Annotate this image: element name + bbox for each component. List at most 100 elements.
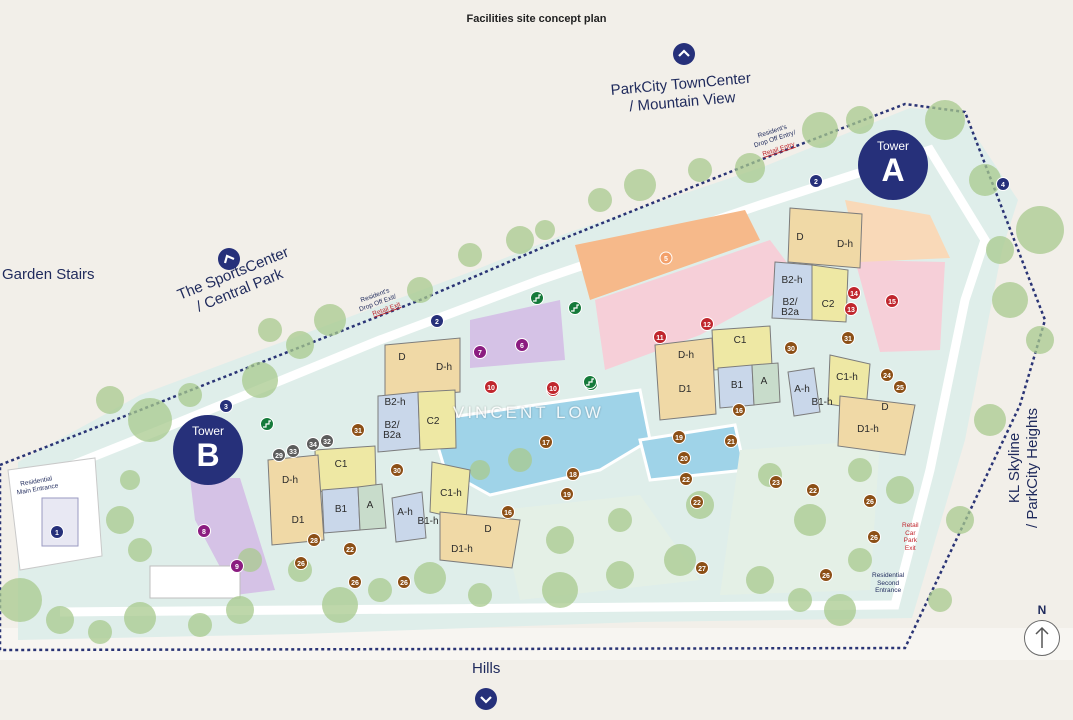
tree bbox=[886, 476, 914, 504]
facility-number: 10 bbox=[549, 386, 557, 393]
nav-hills-button[interactable] bbox=[475, 688, 497, 710]
tower-a-badge[interactable]: Tower A bbox=[858, 130, 928, 200]
unit-type-label: A bbox=[367, 500, 374, 511]
facility-marker-red[interactable]: 13 bbox=[844, 302, 858, 316]
facility-marker-red[interactable]: 15 bbox=[885, 294, 899, 308]
facility-marker-navy[interactable]: 1 bbox=[50, 525, 64, 539]
tower-b-block-ah bbox=[391, 491, 427, 543]
facility-marker-brown[interactable]: 20 bbox=[677, 451, 691, 465]
facility-marker-gray[interactable]: 33 bbox=[286, 444, 300, 458]
facility-marker-red[interactable]: 14 bbox=[847, 286, 861, 300]
facility-marker-purple[interactable]: 8 bbox=[197, 524, 211, 538]
facility-marker-brown[interactable]: 17 bbox=[539, 435, 553, 449]
facility-number: 25 bbox=[896, 385, 904, 392]
tree bbox=[969, 164, 1001, 196]
facility-number: 23 bbox=[772, 480, 780, 487]
facility-marker-navy[interactable]: 3 bbox=[219, 399, 233, 413]
facility-marker-gray[interactable]: 29 bbox=[272, 448, 286, 462]
pink-deck-east bbox=[855, 260, 945, 352]
facility-marker-red[interactable]: 10 bbox=[484, 380, 498, 394]
purple-terrace bbox=[470, 300, 565, 368]
chevron-up-icon bbox=[678, 49, 690, 57]
facility-marker-green[interactable] bbox=[530, 291, 544, 305]
direction-hills: Hills bbox=[472, 660, 501, 677]
facility-marker-brown[interactable]: 22 bbox=[806, 483, 820, 497]
tree bbox=[802, 112, 838, 148]
tree bbox=[178, 383, 202, 407]
facility-marker-gray[interactable]: 34 bbox=[306, 437, 320, 451]
chevron-down-icon bbox=[480, 696, 492, 704]
facility-marker-orange[interactable]: 5 bbox=[659, 251, 673, 265]
facility-number: 16 bbox=[735, 408, 743, 415]
facility-marker-brown[interactable]: 26 bbox=[348, 575, 362, 589]
facility-marker-brown[interactable]: 16 bbox=[501, 505, 515, 519]
unit-type-label: D bbox=[484, 524, 491, 535]
facility-number: 32 bbox=[323, 439, 331, 446]
facility-number: 7 bbox=[478, 350, 482, 357]
facility-marker-red[interactable]: 12 bbox=[700, 317, 714, 331]
facility-marker-brown[interactable]: 30 bbox=[784, 341, 798, 355]
facility-marker-green[interactable] bbox=[583, 375, 597, 389]
facility-marker-purple[interactable]: 7 bbox=[473, 345, 487, 359]
facility-marker-brown[interactable]: 31 bbox=[351, 423, 365, 437]
facility-marker-brown[interactable]: 30 bbox=[390, 463, 404, 477]
facility-marker-brown[interactable]: 26 bbox=[397, 575, 411, 589]
unit-type-label: C1-h bbox=[440, 488, 462, 499]
facility-marker-brown[interactable]: 16 bbox=[732, 403, 746, 417]
unit-type-label: A-h bbox=[397, 507, 413, 518]
tree bbox=[128, 398, 172, 442]
nav-sports-center-button[interactable] bbox=[218, 248, 240, 270]
road bbox=[0, 628, 1073, 660]
facility-marker-gray[interactable]: 32 bbox=[320, 434, 334, 448]
facility-marker-brown[interactable]: 26 bbox=[863, 494, 877, 508]
tree bbox=[606, 561, 634, 589]
facility-marker-brown[interactable]: 28 bbox=[307, 533, 321, 547]
facility-marker-brown[interactable]: 25 bbox=[893, 380, 907, 394]
tree bbox=[106, 506, 134, 534]
facility-marker-red[interactable]: 11 bbox=[653, 330, 667, 344]
facility-marker-brown[interactable]: 19 bbox=[560, 487, 574, 501]
north-indicator: N bbox=[1022, 603, 1062, 656]
unit-type-label: B2a bbox=[781, 307, 799, 318]
facility-marker-brown[interactable]: 24 bbox=[880, 368, 894, 382]
unit-type-label: C2 bbox=[427, 416, 440, 427]
tower-a-letter: A bbox=[881, 152, 905, 188]
tree bbox=[588, 188, 612, 212]
facility-marker-brown[interactable]: 31 bbox=[841, 331, 855, 345]
facility-marker-brown[interactable]: 23 bbox=[769, 475, 783, 489]
tower-b-badge[interactable]: Tower B bbox=[173, 415, 243, 485]
facility-marker-brown[interactable]: 27 bbox=[695, 561, 709, 575]
nav-town-center-button[interactable] bbox=[673, 43, 695, 65]
facility-marker-purple[interactable]: 9 bbox=[230, 559, 244, 573]
tree bbox=[458, 243, 482, 267]
facility-marker-brown[interactable]: 26 bbox=[294, 556, 308, 570]
facility-marker-brown[interactable]: 26 bbox=[867, 530, 881, 544]
facility-marker-navy[interactable]: 2 bbox=[809, 174, 823, 188]
facility-number: 24 bbox=[883, 373, 891, 380]
tree bbox=[120, 470, 140, 490]
tower-b-block-d1h bbox=[439, 511, 521, 569]
tree bbox=[188, 613, 212, 637]
tower-b-label: Tower bbox=[191, 424, 224, 438]
map-title: Facilities site concept plan bbox=[466, 13, 607, 25]
facility-marker-navy[interactable]: 2 bbox=[430, 314, 444, 328]
tree bbox=[925, 100, 965, 140]
facility-marker-navy[interactable]: 4 bbox=[996, 177, 1010, 191]
facility-marker-brown[interactable]: 26 bbox=[819, 568, 833, 582]
facility-marker-brown[interactable]: 22 bbox=[679, 472, 693, 486]
facility-marker-green[interactable] bbox=[568, 301, 582, 315]
facility-marker-brown[interactable]: 18 bbox=[566, 467, 580, 481]
tree bbox=[322, 587, 358, 623]
facility-marker-red[interactable]: 10 bbox=[546, 381, 560, 395]
facility-marker-brown[interactable]: 22 bbox=[343, 542, 357, 556]
facility-marker-brown[interactable]: 21 bbox=[724, 434, 738, 448]
tower-b-block-d bbox=[384, 337, 461, 399]
facility-marker-brown[interactable]: 22 bbox=[690, 495, 704, 509]
unit-type-label: D-h bbox=[678, 350, 694, 361]
facility-marker-purple[interactable]: 6 bbox=[515, 338, 529, 352]
facility-number: 16 bbox=[504, 510, 512, 517]
second-entrance-label: Residential Second Entrance bbox=[872, 572, 905, 594]
facility-marker-green[interactable] bbox=[260, 417, 274, 431]
tower-a-block-d1 bbox=[654, 337, 717, 421]
facility-marker-brown[interactable]: 19 bbox=[672, 430, 686, 444]
